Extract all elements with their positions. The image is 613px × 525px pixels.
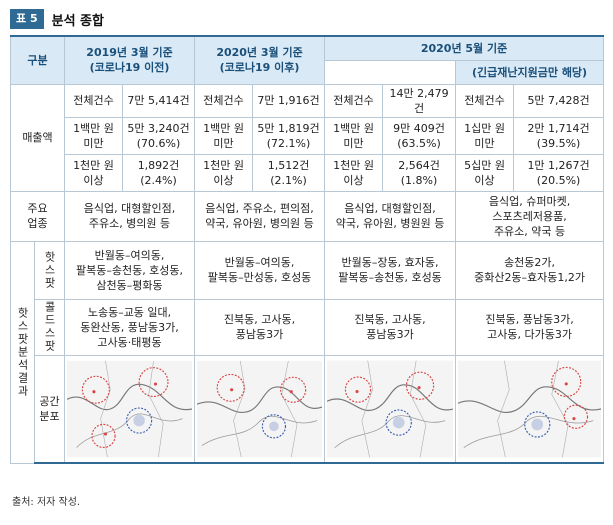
table-cell: 2,564건 (1.8%) <box>382 153 457 192</box>
source-note: 출처: 저자 작성. <box>12 497 81 508</box>
table-cell: 1십만 원 미만 <box>455 116 515 155</box>
table-cell: 1천만 원 이상 <box>324 153 384 192</box>
table-cell: 5만 3,240건 (70.6%) <box>121 116 196 155</box>
table-cell: 14만 2,479건 <box>382 83 457 118</box>
analysis-summary-table: 구분 2019년 3월 기준 (코로나19 이전) 2020년 3월 기준 (코… <box>10 35 605 464</box>
map-cell <box>324 354 457 464</box>
table-cell: 1백만 원 미만 <box>64 116 123 155</box>
header-category: 구분 <box>10 35 65 85</box>
table-cell: 전체건수 <box>324 83 384 118</box>
table-cell: 5만 7,428건 <box>513 83 605 118</box>
table-cell: 2만 1,714건 (39.5%) <box>513 116 605 155</box>
row-label-coldspot: 콜드스팟 <box>34 298 65 356</box>
map-cell <box>194 354 326 464</box>
row-label-sales: 매출액 <box>10 83 65 192</box>
hotspot-map <box>197 360 323 457</box>
table-cell: 음식업, 대형할인점, 약국, 유아원, 병원원 등 <box>324 190 457 242</box>
table-title: 분석 종합 <box>51 13 104 29</box>
table-cell: 1백만 원 미만 <box>324 116 384 155</box>
table-cell: 노송동–교동 일대, 동완산동, 풍남동3가, 고사동·태평동 <box>63 298 196 356</box>
header-period-2020-05: 2020년 5월 기준 <box>324 35 605 61</box>
table-cell: 반월동–여의동, 팔복동–송천동, 호성동, 삼천동–평화동 <box>63 240 196 300</box>
row-label-hotspot: 핫스팟 <box>34 240 65 300</box>
table-number-badge: 표 5 <box>10 9 44 29</box>
header-period-2019-03: 2019년 3월 기준 (코로나19 이전) <box>63 35 196 85</box>
table-cell: 7만 5,414건 <box>121 83 196 118</box>
table-cell: 음식업, 슈퍼마켓, 스포츠레저용품, 주유소, 약국 등 <box>455 190 605 242</box>
table-cell: 5만 1,819건 (72.1%) <box>252 116 326 155</box>
row-label-spatial: 공간 분포 <box>34 354 65 464</box>
table-cell: 5십만 원 이상 <box>455 153 515 192</box>
table-cell: 반월동–장동, 효자동, 팔복동–송천동, 호성동 <box>324 240 457 300</box>
table-cell: 음식업, 주유소, 편의점, 약국, 유아원, 병의원 등 <box>194 190 326 242</box>
row-label-industry: 주요 업종 <box>10 190 65 242</box>
header-blank <box>324 59 456 85</box>
table-cell: 전체건수 <box>64 83 123 118</box>
header-period-2020-03: 2020년 3월 기준 (코로나19 이후) <box>194 35 326 85</box>
table-cell: 반월동–여의동, 팔복동–만성동, 호성동 <box>194 240 326 300</box>
table-cell: 1,892건 (2.4%) <box>121 153 196 192</box>
table-title-row: 표 5 분석 종합 <box>10 8 104 30</box>
table-cell: 1,512건 (2.1%) <box>252 153 326 192</box>
table-cell: 진북동, 풍남동3가, 고사동, 다가동3가 <box>455 298 605 356</box>
table-cell: 음식업, 대형할인점, 주유소, 병의원 등 <box>63 190 196 242</box>
header-disaster-fund-note: (긴급재난지원금만 해당) <box>455 59 605 85</box>
table-cell: 1천만 원 이상 <box>194 153 254 192</box>
table-cell: 전체건수 <box>455 83 515 118</box>
table-cell: 송천동2가, 중화산2동–효자동1,2가 <box>455 240 605 300</box>
map-cell <box>63 354 196 464</box>
table-cell: 7만 1,916건 <box>252 83 326 118</box>
hotspot-map <box>327 360 454 458</box>
table-cell: 진북동, 고사동, 풍남동3가 <box>194 298 326 356</box>
hotspot-map <box>67 360 193 457</box>
table-cell: 전체건수 <box>194 83 254 118</box>
table-cell: 진북동, 고사동, 풍남동3가 <box>324 298 457 356</box>
table-cell: 1천만 원 이상 <box>64 153 123 192</box>
row-label-hotspot-results: 핫스팟분석결과 <box>10 240 35 464</box>
hotspot-map <box>458 360 602 458</box>
map-cell <box>455 354 605 464</box>
table-cell: 1만 1,267건 (20.5%) <box>513 153 605 192</box>
table-cell: 1백만 원 미만 <box>194 116 254 155</box>
table-cell: 9만 409건 (63.5%) <box>382 116 457 155</box>
